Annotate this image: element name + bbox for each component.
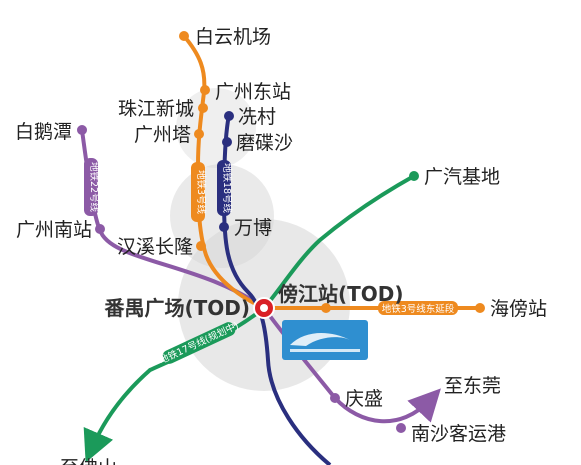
label-canton-tower: 广州塔 — [134, 124, 191, 146]
label-nansha-port: 南沙客运港 — [411, 423, 506, 445]
station-dot-wanbo[interactable] — [219, 222, 229, 232]
label-wanbo: 万博 — [234, 217, 272, 239]
label-to-foshan: 至佛山 — [60, 457, 117, 465]
label-guangzhou-east: 广州东站 — [215, 81, 291, 103]
station-dot-guangzhou-east[interactable] — [200, 85, 210, 95]
label-baiyun-airport: 白云机场 — [195, 26, 271, 48]
line-17-label-bg — [162, 322, 236, 364]
station-dot-mocaosha[interactable] — [222, 137, 232, 147]
label-qingsheng: 庆盛 — [345, 388, 383, 410]
station-dot-canton-tower[interactable] — [194, 129, 204, 139]
station-dot-baietan[interactable] — [77, 125, 87, 135]
label-baietan: 白鹅潭 — [15, 121, 72, 143]
label-to-dongguan: 至东莞 — [444, 375, 501, 397]
station-dot-guangzhou-south[interactable] — [95, 224, 105, 234]
line-3-label: 地铁3号线 — [195, 170, 207, 215]
line-18-label: 地铁18号线 — [221, 163, 233, 214]
panyu-square-interchange-core — [260, 304, 268, 312]
label-haipang: 海傍站 — [490, 298, 547, 320]
label-xiancun: 冼村 — [238, 106, 276, 128]
zone-circle-small — [176, 88, 256, 168]
development-logo — [282, 320, 368, 360]
line-3-east-label: 地铁3号线东延段 — [382, 303, 455, 315]
line-3-label-bg — [191, 162, 205, 222]
label-hanxi-changlong: 汉溪长隆 — [117, 236, 193, 258]
station-dot-baiyun-airport[interactable] — [179, 31, 189, 41]
label-guangzhou-south: 广州南站 — [16, 219, 92, 241]
station-dot-gac-base[interactable] — [409, 171, 419, 181]
label-gac-base: 广汽基地 — [424, 166, 500, 188]
line-3-east-label-bg — [378, 301, 458, 315]
station-dot-hanxi-changlong[interactable] — [196, 241, 206, 251]
station-dot-nansha-port[interactable] — [396, 423, 406, 433]
station-dot-qingsheng[interactable] — [330, 393, 340, 403]
station-dot-xiancun[interactable] — [224, 111, 234, 121]
line-22-label-bg — [84, 158, 98, 216]
label-mocaosha: 磨碟沙 — [236, 132, 293, 154]
station-dot-pangjiang[interactable] — [321, 303, 331, 313]
line-22-label: 地铁22号线 — [88, 162, 100, 213]
label-panyu-square: 番禺广场(TOD) — [103, 296, 250, 320]
line-18-label-bg — [217, 160, 231, 216]
label-pangjiang: 傍江站(TOD) — [278, 282, 404, 306]
label-zhujiang-new-town: 珠江新城 — [118, 98, 194, 120]
station-dot-zhujiang-new-town[interactable] — [198, 103, 208, 113]
station-dot-haipang[interactable] — [475, 303, 485, 313]
